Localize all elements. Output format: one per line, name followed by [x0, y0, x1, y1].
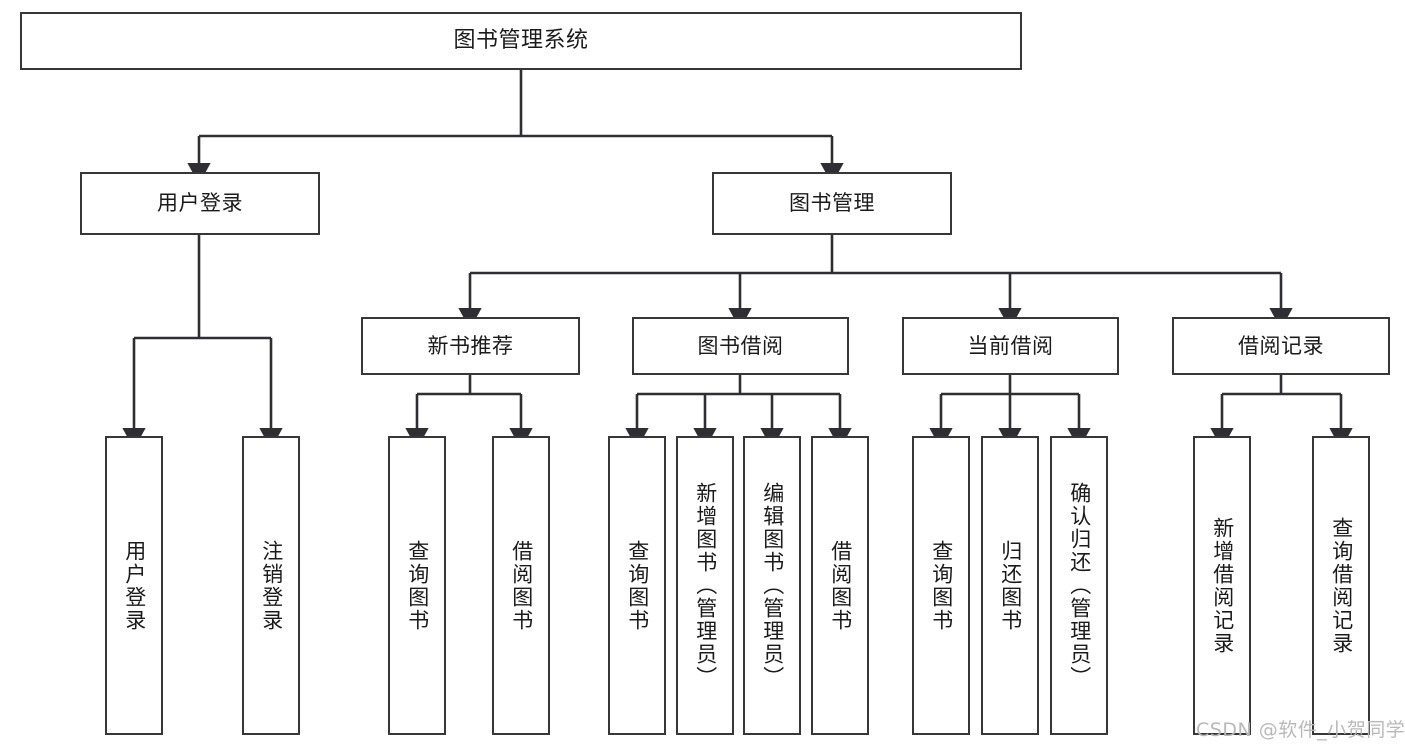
leaf-record-query-borrow-record[interactable]: 查询借阅记录: [1312, 436, 1370, 735]
node-label: 查询借阅记录: [1329, 516, 1354, 655]
csdn-watermark: CSDN @软件_小贺同学: [1196, 719, 1405, 741]
leaf-current-query-book[interactable]: 查询图书: [912, 436, 970, 735]
node-label: 借阅图书: [509, 539, 534, 632]
leaf-user-login-logout[interactable]: 注销登录: [242, 436, 300, 735]
node-label: 归还图书: [998, 539, 1023, 632]
node-label: 注销登录: [259, 539, 284, 632]
leaf-current-return-book[interactable]: 归还图书: [981, 436, 1039, 735]
node-label: 查询图书: [405, 539, 430, 632]
node-borrowing-record[interactable]: 借阅记录: [1172, 317, 1390, 375]
node-new-book-recommendation[interactable]: 新书推荐: [361, 317, 580, 375]
node-label: 借阅记录: [1238, 333, 1324, 358]
node-label: 图书借阅: [697, 333, 784, 358]
node-book-borrowing[interactable]: 图书借阅: [632, 317, 849, 375]
node-book-management[interactable]: 图书管理: [712, 172, 952, 235]
node-label: 用户登录: [157, 191, 243, 216]
node-current-borrowing[interactable]: 当前借阅: [902, 317, 1119, 375]
node-label: 借阅图书: [828, 539, 853, 632]
leaf-new-book-query[interactable]: 查询图书: [388, 436, 446, 735]
node-label: 用户登录: [122, 539, 147, 632]
node-label: 新书推荐: [427, 333, 514, 358]
leaf-borrow-add-book-admin[interactable]: 新增图书（管理员）: [676, 436, 734, 735]
node-label: 当前借阅: [967, 333, 1054, 358]
node-label: 新增图书（管理员）: [693, 482, 718, 689]
node-label: 查询图书: [929, 539, 954, 632]
leaf-record-add-borrow-record[interactable]: 新增借阅记录: [1193, 436, 1251, 735]
leaf-borrow-borrow-book[interactable]: 借阅图书: [811, 436, 869, 735]
node-label: 新增借阅记录: [1210, 516, 1235, 655]
leaf-borrow-query-book[interactable]: 查询图书: [608, 436, 666, 735]
leaf-new-book-borrow[interactable]: 借阅图书: [492, 436, 550, 735]
node-label: 编辑图书（管理员）: [760, 482, 785, 689]
node-user-login[interactable]: 用户登录: [80, 172, 320, 235]
node-label: 确认归还（管理员）: [1067, 482, 1092, 689]
leaf-current-confirm-return-admin[interactable]: 确认归还（管理员）: [1050, 436, 1108, 735]
node-label: 图书管理: [789, 191, 875, 216]
node-root-book-management-system[interactable]: 图书管理系统: [20, 12, 1022, 70]
leaf-borrow-edit-book-admin[interactable]: 编辑图书（管理员）: [743, 436, 801, 735]
leaf-user-login-login[interactable]: 用户登录: [105, 436, 163, 735]
node-label: 查询图书: [625, 539, 650, 632]
node-label: 图书管理系统: [453, 28, 589, 54]
